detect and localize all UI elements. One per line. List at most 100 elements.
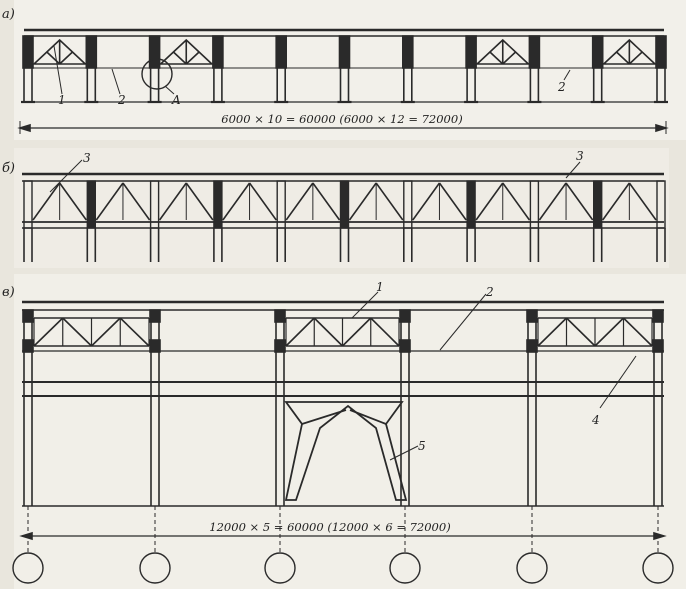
panel-b-truss-diagonal <box>312 182 341 221</box>
panel-v-truss-diagonal <box>313 317 344 347</box>
panel-b-column-head <box>276 180 286 229</box>
grid-axis-circle <box>12 552 44 584</box>
portal-bracing <box>284 401 408 501</box>
panel-a-dimension-text: 6000 × 10 = 60000 (6000 × 12 = 72000) <box>221 112 462 126</box>
panel-v-truss-diagonal <box>119 317 150 347</box>
panel-b-truss-diagonal <box>375 182 404 221</box>
callout-5-label: 5 <box>418 439 426 453</box>
callout-a-leader <box>164 85 175 95</box>
grid-axis-circle <box>516 552 548 584</box>
panel-b-truss-diagonal <box>475 182 504 221</box>
callout-2v-leader <box>439 293 487 351</box>
panel-v-column-knee <box>149 339 161 353</box>
panel-v-truss-diagonal <box>565 317 596 347</box>
panel-b-truss-diagonal <box>248 182 277 221</box>
callout-2-leader <box>111 68 121 95</box>
panel-a-truss-diagonal <box>615 51 630 65</box>
panel-b-column-head <box>466 180 476 229</box>
panel-v-truss-diagonal <box>285 317 315 347</box>
panel-v-column-cap <box>399 309 411 323</box>
grid-axis-markers <box>12 552 674 584</box>
panel-a: а) 6000 × 10 = 60000 (6000 × 12 = 72000)… <box>2 7 669 134</box>
panel-b-truss-diagonal <box>285 182 314 221</box>
panel-b-truss-diagonal <box>222 182 251 221</box>
panel-v-column-cap <box>274 309 286 323</box>
grid-axis-circle <box>389 552 421 584</box>
panel-v-column-knee <box>399 339 411 353</box>
panel-b-letter: б) <box>2 161 15 176</box>
callout-2b-label: 2 <box>557 80 566 94</box>
panel-a-column-head <box>528 35 541 69</box>
detail-a-circle <box>141 58 173 90</box>
panel-v-dim-arrow-left <box>19 531 33 541</box>
panel-b-truss-diagonal <box>122 182 151 221</box>
callout-2b-leader <box>563 69 571 81</box>
panel-b: б) 3 3 <box>2 149 666 262</box>
panel-b-columns <box>23 180 666 262</box>
panel-a-column-head <box>85 35 98 69</box>
panel-b-truss-diagonal <box>32 182 61 221</box>
panel-b-column-head <box>593 180 603 229</box>
panel-b-truss-diagonal <box>438 182 467 221</box>
callout-a-label: A <box>171 93 181 107</box>
panel-b-truss-diagonal <box>59 182 87 221</box>
callout-3-label: 3 <box>83 151 91 165</box>
panel-v-dim-arrow-right <box>653 531 667 541</box>
panel-v-column-cap <box>22 309 34 323</box>
panel-a-column-head <box>275 35 288 69</box>
panel-a-column-head <box>655 35 667 69</box>
panel-b-column-head <box>86 180 97 229</box>
callout-4-leader <box>599 355 637 409</box>
panel-v-truss-diagonal <box>370 317 400 347</box>
paper-sheet-top <box>14 0 686 140</box>
panel-a-column-head <box>465 35 477 69</box>
panel-a-truss-diagonal <box>185 51 200 65</box>
callout-1v-label: 1 <box>376 280 384 294</box>
panel-b-column-head <box>23 180 33 229</box>
panel-v-truss-diagonal <box>537 317 568 347</box>
panel-v-trusses <box>33 317 653 347</box>
panel-b-column-head <box>213 180 223 229</box>
grid-axis-circle <box>139 552 171 584</box>
panel-a-truss-diagonal <box>628 51 643 65</box>
callout-2v-label: 2 <box>485 285 494 299</box>
callout-3b-leader <box>565 161 581 179</box>
panel-b-truss-diagonal <box>348 182 377 221</box>
portal-bracing-left-strut <box>301 409 347 425</box>
callout-1-leader <box>53 45 63 95</box>
panel-a-column-head <box>591 35 604 69</box>
panel-a-truss-diagonal <box>172 51 187 65</box>
panel-v-column-cap <box>526 309 538 323</box>
panel-v-truss-diagonal <box>594 317 625 347</box>
panel-a-truss-diagonal <box>489 51 504 65</box>
callout-2-label: 2 <box>117 93 126 107</box>
portal-bracing-outer <box>284 401 408 501</box>
panel-b-truss-diagonal <box>502 182 531 221</box>
panel-a-trusses <box>31 38 658 65</box>
panel-a-letter: а) <box>2 7 15 22</box>
panel-v-columns <box>22 309 664 552</box>
panel-v-column-knee <box>274 339 286 353</box>
panel-a-truss-diagonal <box>46 51 61 65</box>
panel-a-truss-diagonal <box>502 51 517 65</box>
grid-axis-circle <box>642 552 674 584</box>
panel-v-truss-diagonal <box>62 317 93 347</box>
callout-5-leader <box>389 445 419 461</box>
panel-v-truss-diagonal <box>341 317 372 347</box>
panel-b-column-head <box>529 180 540 229</box>
panel-v-column-cap <box>149 309 161 323</box>
callout-1v-leader <box>351 291 379 319</box>
portal-bracing-right-strut <box>349 409 387 425</box>
panel-a-truss-diagonal <box>59 51 74 65</box>
panel-b-truss-diagonal <box>538 182 567 221</box>
panel-v-column-knee <box>652 339 664 353</box>
callout-4-label: 4 <box>591 413 600 427</box>
panel-v-column-knee <box>22 339 34 353</box>
panel-b-truss-diagonal <box>602 182 630 221</box>
panel-a-column-head <box>338 35 351 69</box>
panel-a-dim-arrow-right <box>655 123 669 133</box>
panel-v-truss-diagonal <box>33 317 64 347</box>
panel-v-truss-diagonal <box>622 317 653 347</box>
panel-a-columns <box>21 35 668 104</box>
